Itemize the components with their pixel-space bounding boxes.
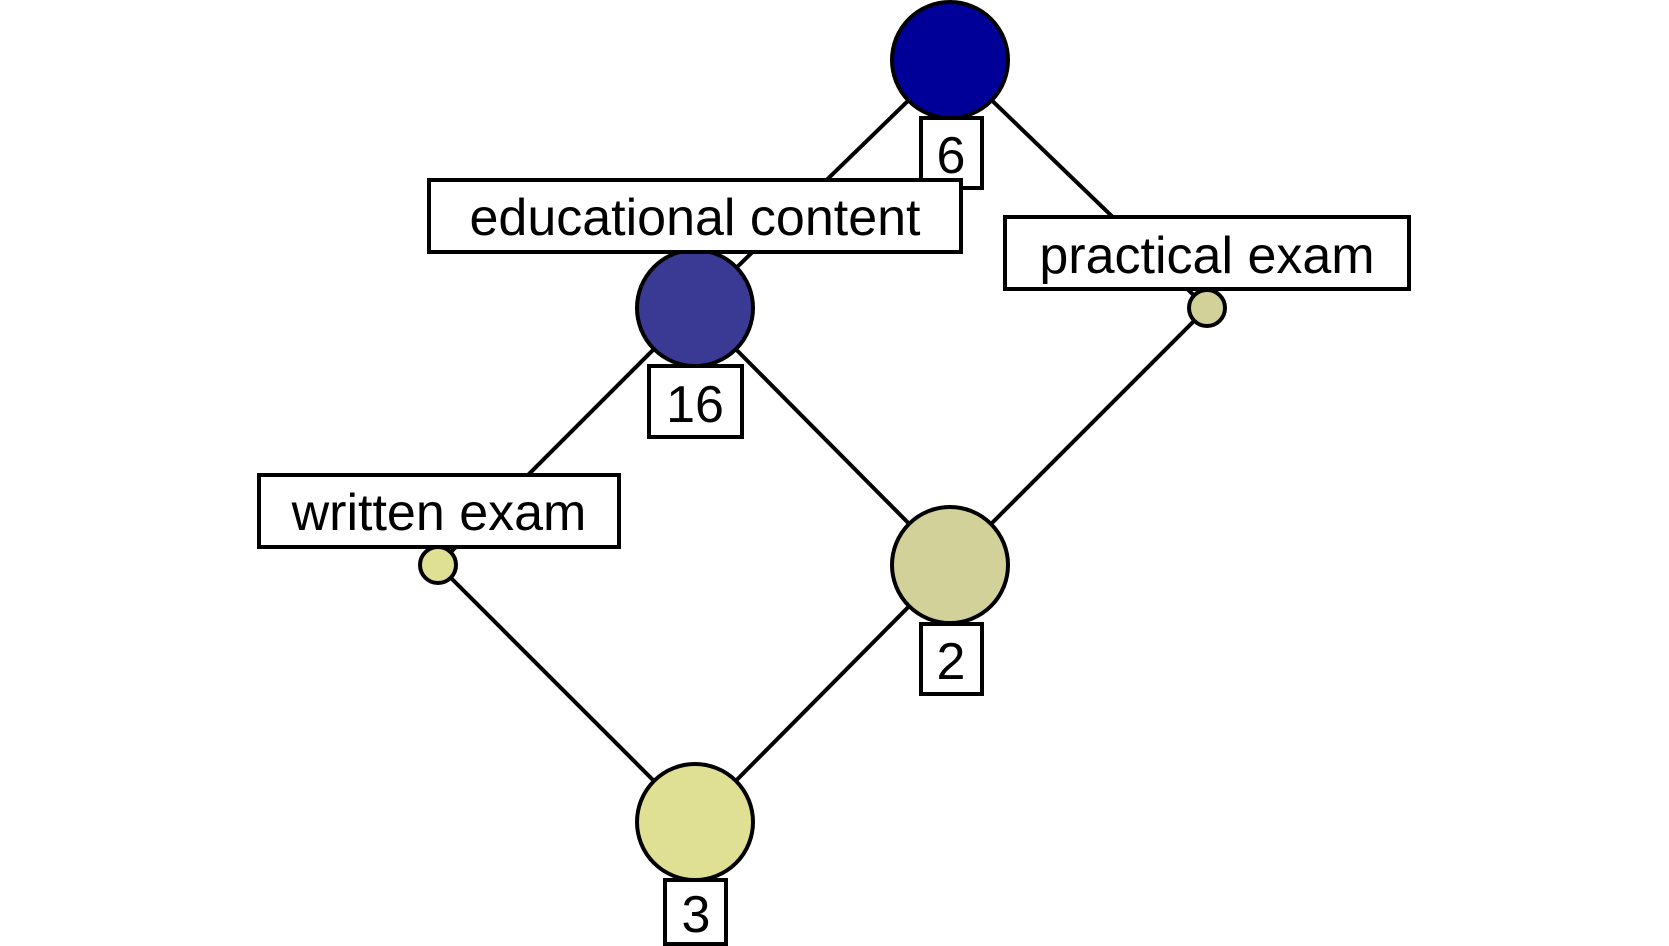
- node-practical-exam-label: practical exam: [1039, 227, 1374, 285]
- node-practical-exam[interactable]: practical exam: [1003, 215, 1411, 328]
- node-educational-content-count: 16: [666, 376, 724, 434]
- node-practical-exam-circle[interactable]: [1187, 288, 1227, 328]
- node-mid-count-box: [919, 622, 984, 696]
- node-top-count: 6: [937, 127, 966, 185]
- node-educational-content-label-box: [427, 178, 963, 254]
- node-mid-circle[interactable]: [890, 505, 1010, 625]
- node-practical-exam-label-box: [1003, 215, 1411, 291]
- node-bottom[interactable]: 3: [635, 762, 755, 946]
- edge-mid-bottom: [693, 563, 952, 824]
- node-mid[interactable]: 2: [890, 505, 1010, 696]
- edge-practical-exam-mid: [948, 306, 1209, 567]
- node-written-exam-label-box: [257, 473, 621, 549]
- node-top[interactable]: 6: [890, 0, 1010, 190]
- node-educational-content-circle[interactable]: [635, 248, 755, 368]
- node-educational-content-count-box: [647, 364, 744, 439]
- node-written-exam-circle[interactable]: [418, 545, 458, 585]
- edge-written-exam-bottom: [436, 563, 697, 824]
- node-top-circle[interactable]: [890, 0, 1010, 120]
- node-bottom-count: 3: [682, 886, 711, 944]
- node-educational-content[interactable]: educational content 16: [427, 178, 963, 439]
- node-bottom-count-box: [663, 878, 728, 946]
- edges: [436, 58, 1209, 824]
- node-mid-count: 2: [937, 633, 966, 691]
- edge-educational-content-mid: [693, 306, 952, 567]
- node-written-exam[interactable]: written exam: [257, 473, 621, 585]
- node-written-exam-label: written exam: [291, 484, 587, 542]
- node-bottom-circle[interactable]: [635, 762, 755, 882]
- node-educational-content-label: educational content: [469, 189, 921, 247]
